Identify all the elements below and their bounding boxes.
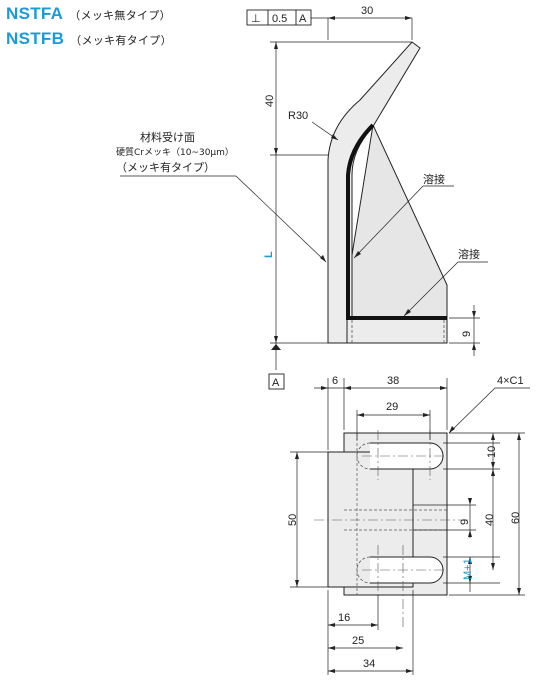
dim-top-width: 30 bbox=[361, 5, 373, 17]
gusset bbox=[351, 123, 448, 319]
dim-10: 10 bbox=[486, 446, 498, 458]
model-note-a: （メッキ無タイプ） bbox=[69, 9, 171, 22]
bottom-view: 6 38 29 4×C1 10 bbox=[287, 375, 530, 675]
dim-16: 16 bbox=[338, 612, 350, 624]
callout-line-1: 材料受け面 bbox=[140, 130, 195, 144]
base-plate bbox=[327, 317, 448, 344]
radius-label: R30 bbox=[288, 110, 308, 122]
side-view: ⊥ 0.5 A 30 40 L R30 bbox=[116, 5, 488, 390]
dim-L: L bbox=[263, 251, 275, 258]
model-code-b: NSTFB bbox=[6, 29, 65, 48]
main-plate bbox=[327, 41, 421, 344]
dim-38: 38 bbox=[387, 375, 399, 387]
datum-label: A bbox=[272, 377, 280, 389]
model-code-a: NSTFA bbox=[6, 4, 64, 23]
weld-label-1: 溶接 bbox=[423, 172, 445, 186]
dim-25: 25 bbox=[352, 635, 364, 647]
dim-50: 50 bbox=[287, 514, 299, 526]
dim-base-thickness: 9 bbox=[461, 331, 473, 337]
model-note-b: （メッキ有タイプ） bbox=[70, 34, 172, 47]
model-title-a: NSTFA （メッキ無タイプ） bbox=[6, 4, 171, 24]
dim-29: 29 bbox=[386, 401, 398, 413]
dim-upper-height: 40 bbox=[264, 95, 276, 107]
tolerance-frame bbox=[246, 9, 312, 26]
callout-line-3: （メッキ有タイプ） bbox=[116, 160, 215, 174]
weld-label-2: 溶接 bbox=[458, 247, 480, 261]
dim-34: 34 bbox=[363, 658, 375, 670]
dim-9: 9 bbox=[459, 519, 471, 525]
tolerance-datum: A bbox=[299, 13, 307, 25]
dim-6: 6 bbox=[332, 375, 338, 387]
dim-60: 60 bbox=[510, 512, 522, 524]
callout-line-2: 硬質Crメッキ（10~30μm） bbox=[116, 146, 234, 158]
datum-box bbox=[268, 373, 285, 390]
tolerance-value: 0.5 bbox=[272, 13, 287, 25]
dim-M1: M+1 bbox=[462, 558, 474, 580]
dim-40: 40 bbox=[484, 514, 496, 526]
model-title-b: NSTFB （メッキ有タイプ） bbox=[6, 29, 172, 49]
chamfer-label: 4×C1 bbox=[497, 375, 524, 387]
weld-bead bbox=[346, 123, 447, 320]
tolerance-symbol: ⊥ bbox=[251, 13, 261, 25]
